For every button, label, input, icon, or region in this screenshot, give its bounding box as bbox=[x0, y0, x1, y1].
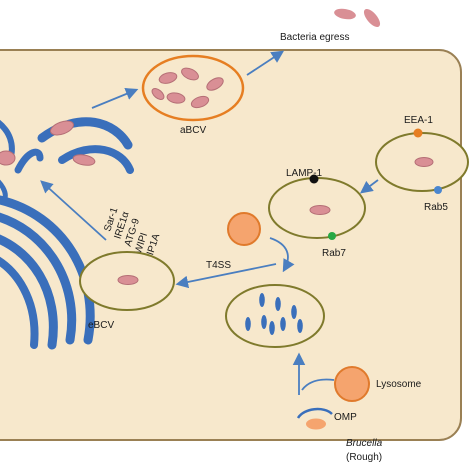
lysosome-label: Lysosome bbox=[376, 379, 422, 390]
er-associated-bacteria bbox=[0, 120, 96, 166]
nascent-bcv bbox=[225, 284, 325, 348]
lysosome bbox=[334, 366, 370, 402]
lamp1-marker bbox=[309, 174, 319, 184]
rough-label: (Rough) bbox=[346, 452, 382, 463]
arrow-lysosome-join bbox=[301, 378, 335, 391]
arrow-egress bbox=[246, 50, 285, 76]
arrow-late-to-nascent bbox=[269, 237, 295, 273]
ebcv-vacuole bbox=[79, 251, 175, 311]
host-cell bbox=[0, 49, 462, 441]
abcv-vacuole bbox=[141, 54, 245, 122]
abcv-label: aBCV bbox=[180, 125, 206, 136]
arrow-t4ss bbox=[175, 263, 277, 289]
trafficking-arrows bbox=[40, 50, 379, 395]
rab7-marker bbox=[328, 232, 336, 240]
er-factor-labels: Sar-1 IRE1α ATG-9 WIPI YIP1A bbox=[102, 206, 162, 263]
eea1-label: EEA-1 bbox=[404, 115, 433, 126]
t4ss-label: T4SS bbox=[206, 260, 231, 271]
lysosome-fusing bbox=[227, 212, 261, 246]
rab5-marker bbox=[434, 186, 442, 194]
arrow-ebcv-to-er bbox=[40, 180, 107, 241]
ebcv-label: eBCV bbox=[88, 320, 114, 331]
bacteria-egress-label: Bacteria egress bbox=[280, 32, 349, 43]
rab7-label: Rab7 bbox=[322, 248, 346, 259]
late-bcv bbox=[268, 174, 366, 240]
extracellular-brucella bbox=[296, 407, 333, 430]
rab5-label: Rab5 bbox=[424, 202, 448, 213]
brucella-label: Brucella bbox=[346, 438, 383, 449]
egressed-bacteria bbox=[334, 8, 381, 28]
arrow-early-to-late bbox=[359, 179, 379, 194]
lamp1-label: LAMP-1 bbox=[286, 168, 323, 179]
eea1-marker bbox=[413, 128, 423, 138]
early-bcv bbox=[375, 128, 469, 194]
omp-label: OMP bbox=[334, 412, 357, 423]
arrow-to-abcv bbox=[91, 87, 139, 109]
